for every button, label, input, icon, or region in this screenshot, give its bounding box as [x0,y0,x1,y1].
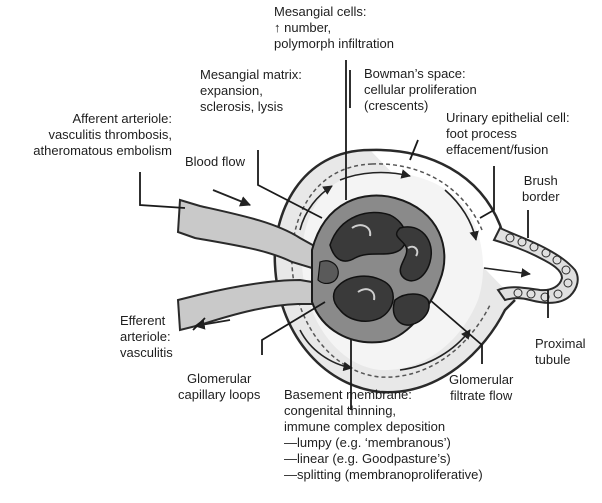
efferent-arteriole-label: Efferent arteriole: vasculitis [120,313,173,361]
urinary-epithelial-cell-label: Urinary epithelial cell: foot process ef… [446,110,570,158]
bowmans-space-label: Bowman’s space: cellular proliferation (… [364,66,477,114]
glomerular-capillary-loops-label: Glomerular capillary loops [178,371,260,403]
proximal-tubule-label: Proximal tubule [535,336,586,368]
afferent-arteriole-label: Afferent arteriole: vasculitis thrombosi… [4,111,172,159]
mesangial-matrix-label: Mesangial matrix: expansion, sclerosis, … [200,67,302,115]
proximal-tubule [494,228,578,303]
blood-flow-label: Blood flow [185,154,245,170]
brush-border-label: Brush border [522,173,560,205]
mesangial-cells-label: Mesangial cells: ↑ number, polymorph inf… [274,4,394,52]
glomerular-filtrate-flow-label: Glomerular filtrate flow [449,372,513,404]
